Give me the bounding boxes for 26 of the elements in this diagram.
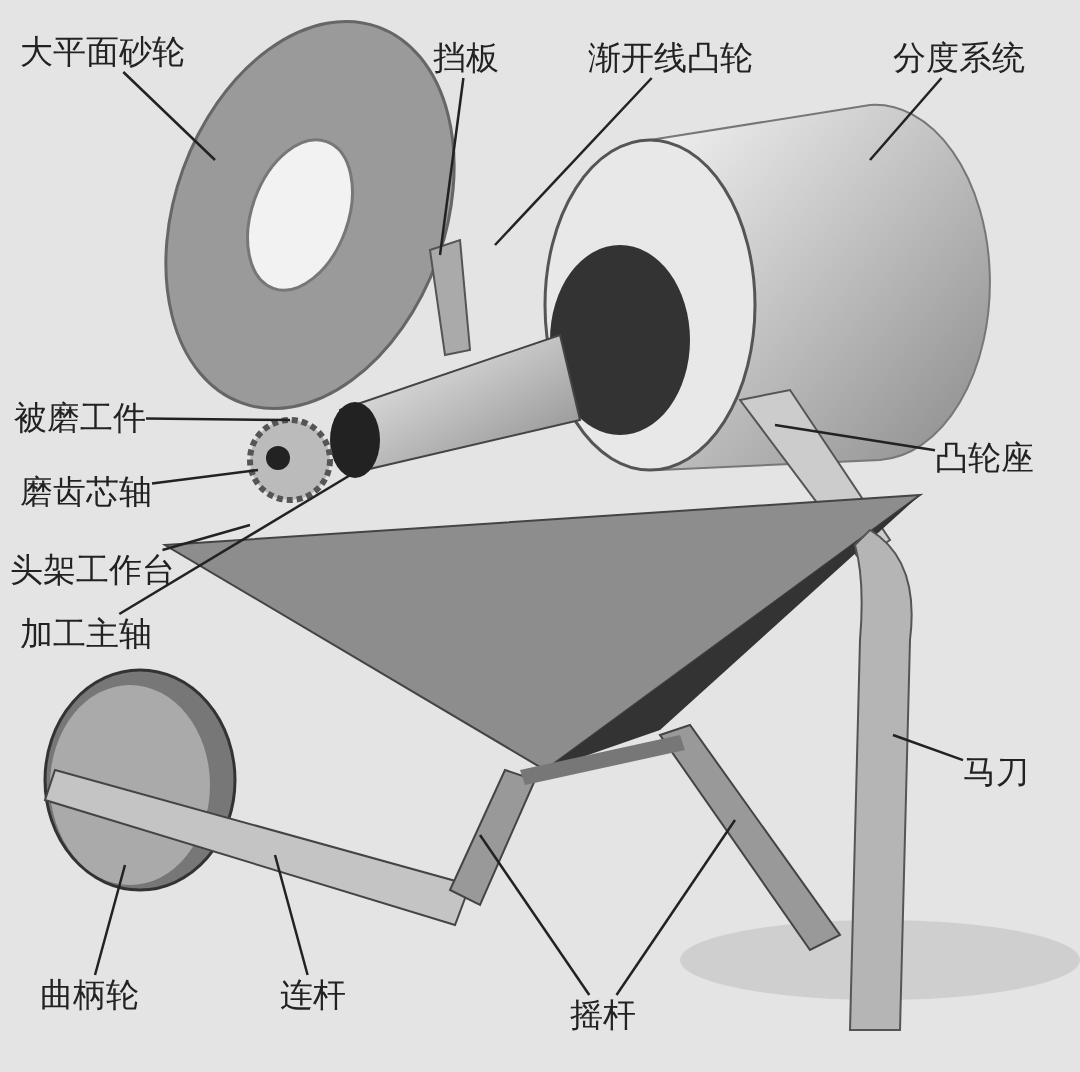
leader-line: [615, 819, 737, 996]
part-label: 磨齿芯轴: [20, 472, 152, 512]
leader-line: [478, 834, 591, 996]
leader-line: [774, 423, 936, 452]
part-label: 曲柄轮: [40, 975, 139, 1015]
leader-line: [151, 468, 259, 485]
part-label: 头架工作台: [10, 550, 175, 590]
part-label: 连杆: [280, 975, 346, 1015]
part-label: 马刀: [963, 752, 1029, 792]
leader-line: [869, 77, 943, 161]
leader-line: [162, 523, 251, 552]
part-label: 被磨工件: [14, 398, 146, 438]
part-label: 渐开线凸轮: [588, 38, 753, 78]
part-label: 挡板: [433, 38, 499, 78]
leader-line: [273, 854, 309, 976]
part-label: 分度系统: [893, 38, 1025, 78]
leader-line: [438, 77, 465, 256]
leader-line: [93, 864, 127, 976]
leader-line: [892, 733, 964, 762]
leader-line: [122, 71, 216, 161]
leader-line: [146, 417, 290, 422]
part-label: 大平面砂轮: [20, 32, 185, 72]
part-label: 凸轮座: [935, 438, 1034, 478]
leader-line: [494, 77, 653, 246]
part-label: 摇杆: [570, 995, 636, 1035]
part-label: 加工主轴: [20, 614, 152, 654]
